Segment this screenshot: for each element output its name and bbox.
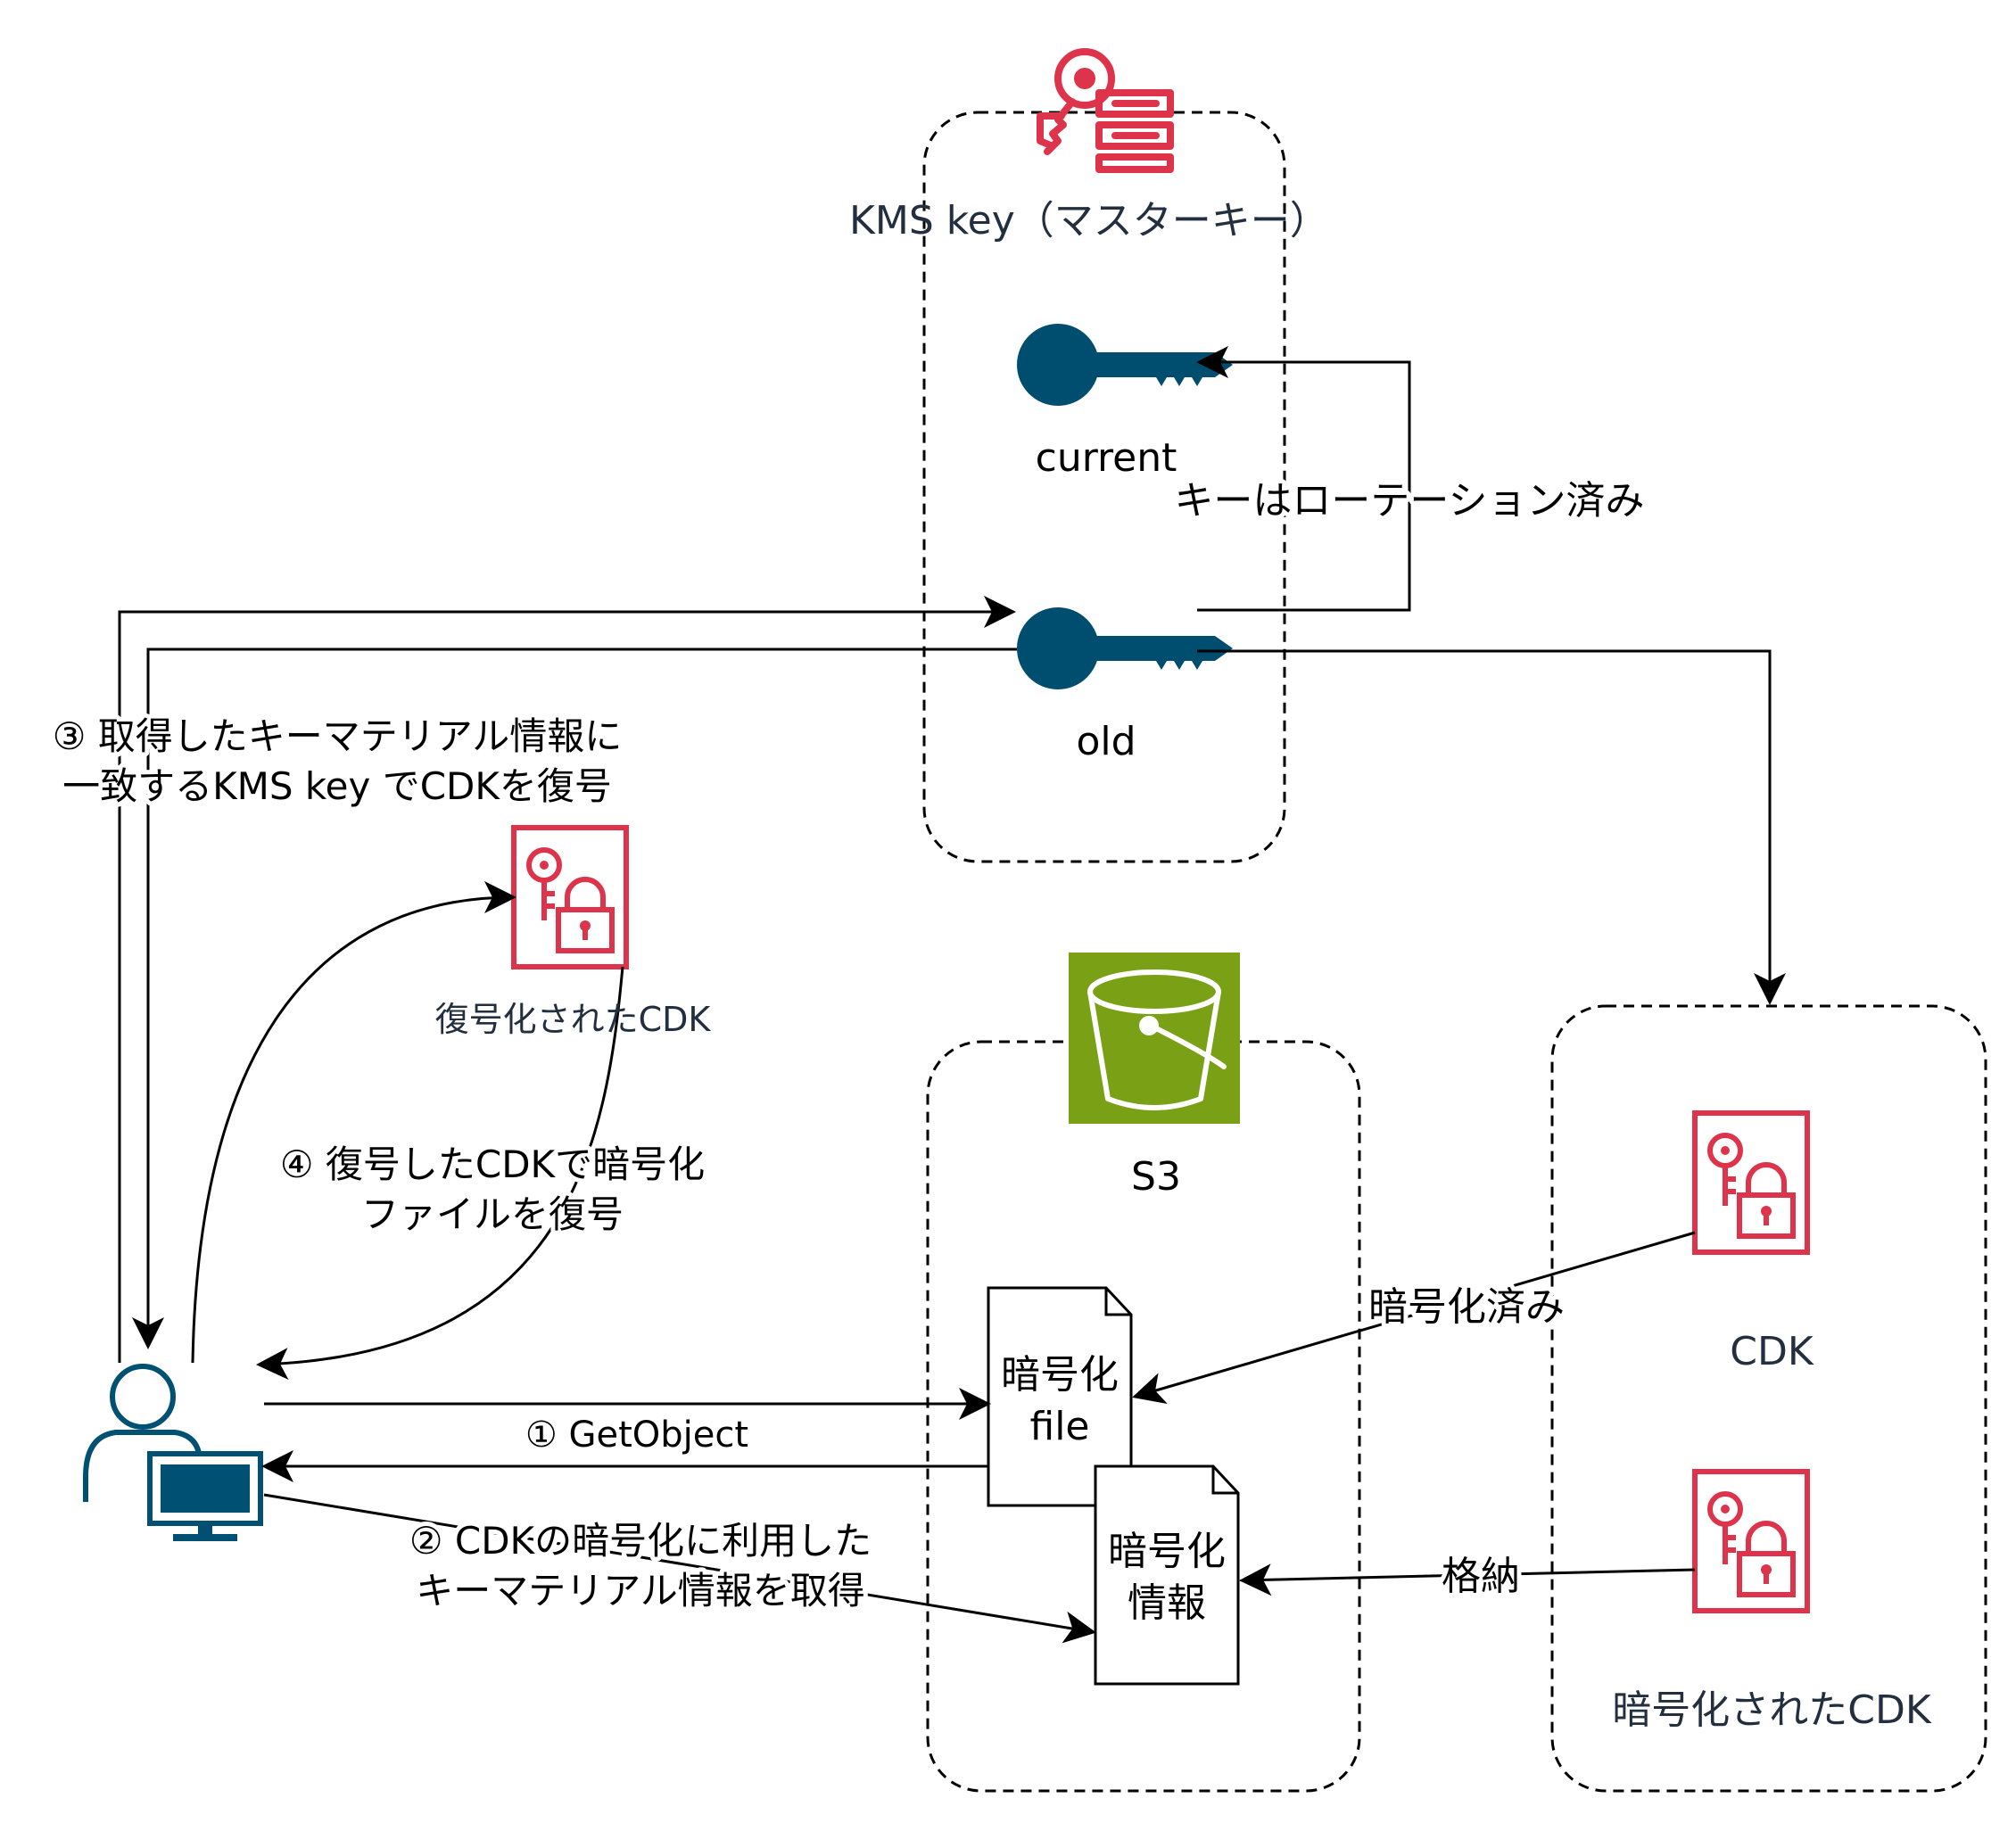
encrypted-info-line2: 情報 [1128, 1580, 1206, 1626]
encrypted-file-document [987, 1286, 1133, 1507]
old-key-label: old [1076, 719, 1136, 764]
cdk-icon [1695, 1113, 1807, 1252]
step2-label-line1: ② CDKの暗号化に利用した [409, 1519, 872, 1563]
encrypted-file-line1: 暗号化 [1001, 1352, 1119, 1398]
step4-label-line2: ファイルを復号 [361, 1192, 624, 1236]
encrypted-done-label: 暗号化済み [1368, 1284, 1565, 1330]
step2-edge [263, 1493, 1096, 1644]
step3-label-line1: ③ 取得したキーマテリアル情報に [53, 714, 623, 758]
s3-title: S3 [1131, 1154, 1181, 1200]
encrypted-cdk-label: 暗号化されたCDK [1612, 1687, 1932, 1733]
decrypted-cdk-icon [514, 828, 626, 967]
kms-key-title: KMS key（マスターキー） [849, 198, 1329, 243]
store-label: 格納 [1442, 1554, 1520, 1599]
step1-label: ① GetObject [525, 1415, 748, 1456]
encrypted-cdk-to-info-edge [1239, 1563, 1696, 1596]
step3-response-edge [132, 648, 1017, 1349]
rotation-edge [1196, 346, 1411, 612]
cdk-label: CDK [1730, 1329, 1814, 1374]
encrypted-cdk-icon [1695, 1472, 1807, 1611]
s3-bucket-icon [1069, 953, 1240, 1124]
cdk-to-file-edge [1132, 1231, 1696, 1404]
kms-key-icon [1037, 48, 1174, 173]
rotation-label: キーはローテーション済み [1174, 478, 1644, 524]
step4-edge [256, 966, 624, 1381]
user-to-decrypted-cdk-edge [191, 881, 516, 1364]
encrypted-info-document [1094, 1464, 1240, 1686]
step3-label-line2: 一致するKMS key でCDKを復号 [62, 764, 612, 808]
current-key-icon [1017, 324, 1233, 406]
user-computer-icon [83, 1364, 263, 1541]
old-key-icon [1017, 607, 1233, 689]
old-key-to-cdk-edge [1197, 649, 1786, 1005]
step2-label-line2: キーマテリアル情報を取得 [416, 1569, 865, 1613]
step4-label-line1: ④ 復号したCDKで暗号化 [280, 1142, 705, 1186]
step3-request-edge [118, 596, 1016, 1363]
cdk-container [1550, 1004, 1987, 1793]
encrypted-info-line1: 暗号化 [1108, 1529, 1226, 1574]
current-key-label: current [1036, 435, 1177, 481]
encrypted-file-line2: file [1029, 1404, 1089, 1449]
decrypted-cdk-label: 復号化されたCDK [435, 1000, 712, 1039]
